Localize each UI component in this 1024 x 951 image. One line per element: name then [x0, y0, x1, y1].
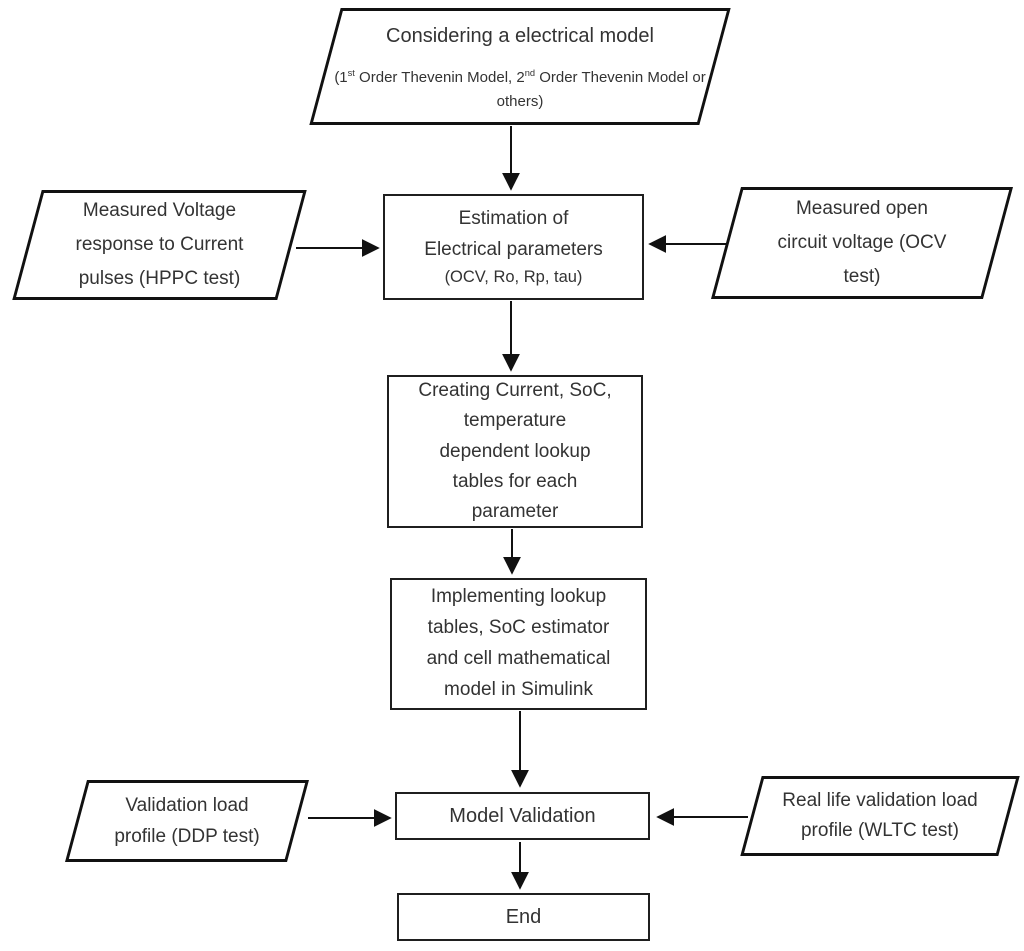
node-text-line: Model Validation	[449, 804, 596, 827]
node-lookup-tables: Creating Current, SoC, temperature depen…	[387, 375, 643, 528]
node-model-validation: Model Validation	[395, 792, 650, 840]
node-subtitle: (1st Order Thevenin Model, 2nd Order The…	[334, 68, 706, 110]
node-considering-model: Considering a electrical model (1st Orde…	[309, 8, 731, 125]
node-text-line: End	[505, 905, 542, 928]
node-hppc-input: Measured Voltage response to Current pul…	[12, 190, 307, 300]
node-text-line: tables, SoC estimator	[427, 617, 610, 639]
node-text-line: and cell mathematical	[426, 648, 611, 669]
node-text-line: profile (DDP test)	[114, 826, 260, 847]
node-end: End	[397, 893, 650, 941]
node-text-line: pulses (HPPC test)	[78, 267, 241, 289]
node-text-line: Creating Current, SoC,	[418, 380, 612, 402]
node-text-line: Measured open	[795, 198, 929, 220]
node-wltc-input: Real life validation load profile (WLTC …	[740, 776, 1020, 856]
node-simulink-model: Implementing lookup tables, SoC estimato…	[390, 578, 647, 710]
node-text-line: tables for each	[452, 470, 578, 492]
node-text-line: Validation load	[125, 794, 249, 816]
node-title: Considering a electrical model	[386, 25, 654, 48]
node-text-line: Real life validation load	[782, 789, 978, 811]
node-ocv-input: Measured open circuit voltage (OCV test)	[710, 187, 1014, 299]
node-estimation: Estimation of Electrical parameters (OCV…	[383, 194, 644, 300]
node-text-line: temperature	[463, 410, 567, 432]
node-text-line: circuit voltage (OCV	[777, 232, 947, 254]
node-text-line: dependent lookup	[439, 440, 591, 462]
node-text-line: Electrical parameters	[424, 238, 603, 260]
node-text-line: parameter	[471, 500, 559, 522]
node-text-line: test)	[843, 265, 881, 287]
node-text-line: response to Current	[75, 234, 244, 256]
node-text-line: Implementing lookup	[430, 586, 607, 608]
node-text-line: profile (WLTC test)	[800, 820, 959, 841]
node-text-line: (OCV, Ro, Rp, tau)	[444, 268, 583, 287]
node-text-line: Estimation of	[458, 208, 569, 230]
node-text-line: Measured Voltage	[82, 200, 237, 222]
node-ddp-input: Validation load profile (DDP test)	[65, 780, 309, 862]
node-text-line: model in Simulink	[444, 678, 593, 700]
